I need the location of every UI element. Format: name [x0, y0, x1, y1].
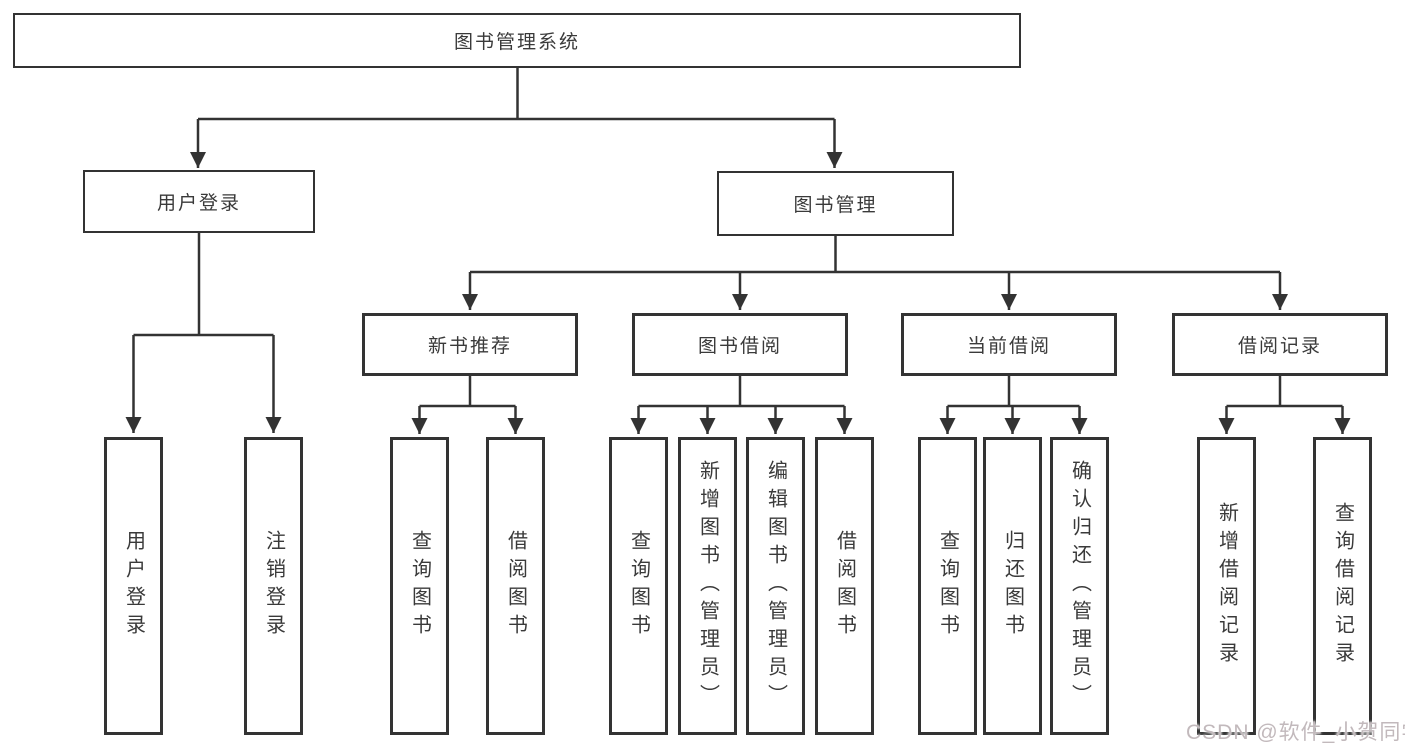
node-label: 新增图书（管理员） [696, 460, 719, 712]
node-label: 确认归还（管理员） [1068, 460, 1091, 712]
leaf-query-books: 查询图书 [390, 437, 449, 735]
node-label: 图书借阅 [697, 336, 782, 357]
node-label: 注销登录 [262, 530, 285, 642]
node-label: 查询图书 [408, 530, 431, 642]
connector-trunks [133, 68, 1343, 408]
node-borrowing-records: 借阅记录 [1172, 313, 1388, 376]
csdn-watermark: CSDN @软件_小贺同学 [1186, 721, 1405, 744]
leaf-confirm-return-admin: 确认归还（管理员） [1050, 437, 1109, 735]
node-library-management-system: 图书管理系统 [13, 13, 1021, 68]
leaf-add-borrow-record: 新增借阅记录 [1197, 437, 1256, 735]
leaf-query-borrow-record: 查询借阅记录 [1313, 437, 1372, 735]
leaf-logout: 注销登录 [244, 437, 303, 735]
leaf-return-books: 归还图书 [983, 437, 1042, 735]
node-label: 图书管理 [793, 195, 878, 216]
node-book-management: 图书管理 [717, 171, 954, 236]
leaf-edit-books-admin: 编辑图书（管理员） [746, 437, 805, 735]
leaf-borrow-books: 借阅图书 [815, 437, 874, 735]
node-current-borrowing: 当前借阅 [901, 313, 1117, 376]
node-label: 查询图书 [936, 530, 959, 642]
leaf-add-books-admin: 新增图书（管理员） [678, 437, 737, 735]
node-label: 新书推荐 [427, 336, 512, 357]
leaf-user-login: 用户登录 [104, 437, 163, 735]
node-label: 查询借阅记录 [1331, 502, 1354, 670]
node-label: 用户登录 [122, 530, 145, 642]
leaf-query-books: 查询图书 [918, 437, 977, 735]
node-label: 借阅图书 [504, 530, 527, 642]
node-label: 借阅记录 [1237, 336, 1322, 357]
node-book-borrowing: 图书借阅 [632, 313, 848, 376]
leaf-borrow-books: 借阅图书 [486, 437, 545, 735]
node-label: 用户登录 [156, 193, 241, 214]
node-label: 当前借阅 [966, 336, 1051, 357]
node-label: 图书管理系统 [453, 32, 580, 53]
leaf-query-books: 查询图书 [609, 437, 668, 735]
node-label: 借阅图书 [833, 530, 856, 642]
node-new-book-recommendation: 新书推荐 [362, 313, 578, 376]
node-label: 归还图书 [1001, 530, 1024, 642]
node-user-login: 用户登录 [83, 170, 315, 233]
node-label: 查询图书 [627, 530, 650, 642]
node-label: 编辑图书（管理员） [764, 460, 787, 712]
node-label: 新增借阅记录 [1215, 502, 1238, 670]
